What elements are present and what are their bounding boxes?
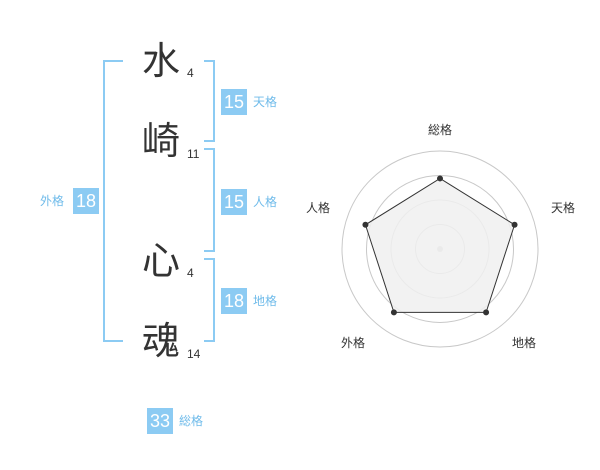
gaikaku-label: 外格 <box>40 194 65 208</box>
soukaku-badge: 33 <box>147 408 173 434</box>
radar-label-jinkaku: 人格 <box>306 200 330 215</box>
radar-point-0 <box>437 175 443 182</box>
radar-ring <box>341 150 539 348</box>
jinkaku-badge: 15 <box>221 189 247 215</box>
chikaku-label: 地格 <box>253 294 278 308</box>
name-char-1: 水 <box>142 39 181 83</box>
jinkaku-label: 人格 <box>253 195 278 209</box>
gaikaku-badge: 18 <box>73 188 99 214</box>
radar-point-1 <box>511 221 518 228</box>
name-char-3: 心 <box>142 239 181 283</box>
radar-label-soukaku: 総格 <box>428 122 452 137</box>
chikaku-bracket <box>204 258 215 342</box>
stroke-count-2: 11 <box>187 147 200 161</box>
name-char-4: 魂 <box>142 319 181 363</box>
tenkaku-label: 天格 <box>253 95 278 109</box>
soukaku-label: 総格 <box>179 414 204 428</box>
stroke-count-1: 4 <box>187 66 194 80</box>
jinkaku-bracket <box>204 148 215 252</box>
gaikaku-bracket <box>103 60 123 342</box>
radar-shape <box>364 177 516 313</box>
tenkaku-bracket <box>204 60 215 142</box>
stroke-count-4: 14 <box>187 347 201 361</box>
name-char-2: 崎 <box>142 119 181 163</box>
radar-label-tenkaku: 天格 <box>551 200 575 215</box>
tenkaku-badge: 15 <box>221 89 247 115</box>
radar-label-chikaku: 地格 <box>512 335 536 350</box>
radar-points <box>362 175 518 316</box>
radar-point-3 <box>390 309 397 316</box>
radar-point-4 <box>362 221 369 228</box>
stroke-count-3: 4 <box>187 266 194 280</box>
radar-label-gaikaku: 外格 <box>341 335 365 350</box>
chikaku-badge: 18 <box>221 288 247 314</box>
radar-point-2 <box>483 309 490 316</box>
